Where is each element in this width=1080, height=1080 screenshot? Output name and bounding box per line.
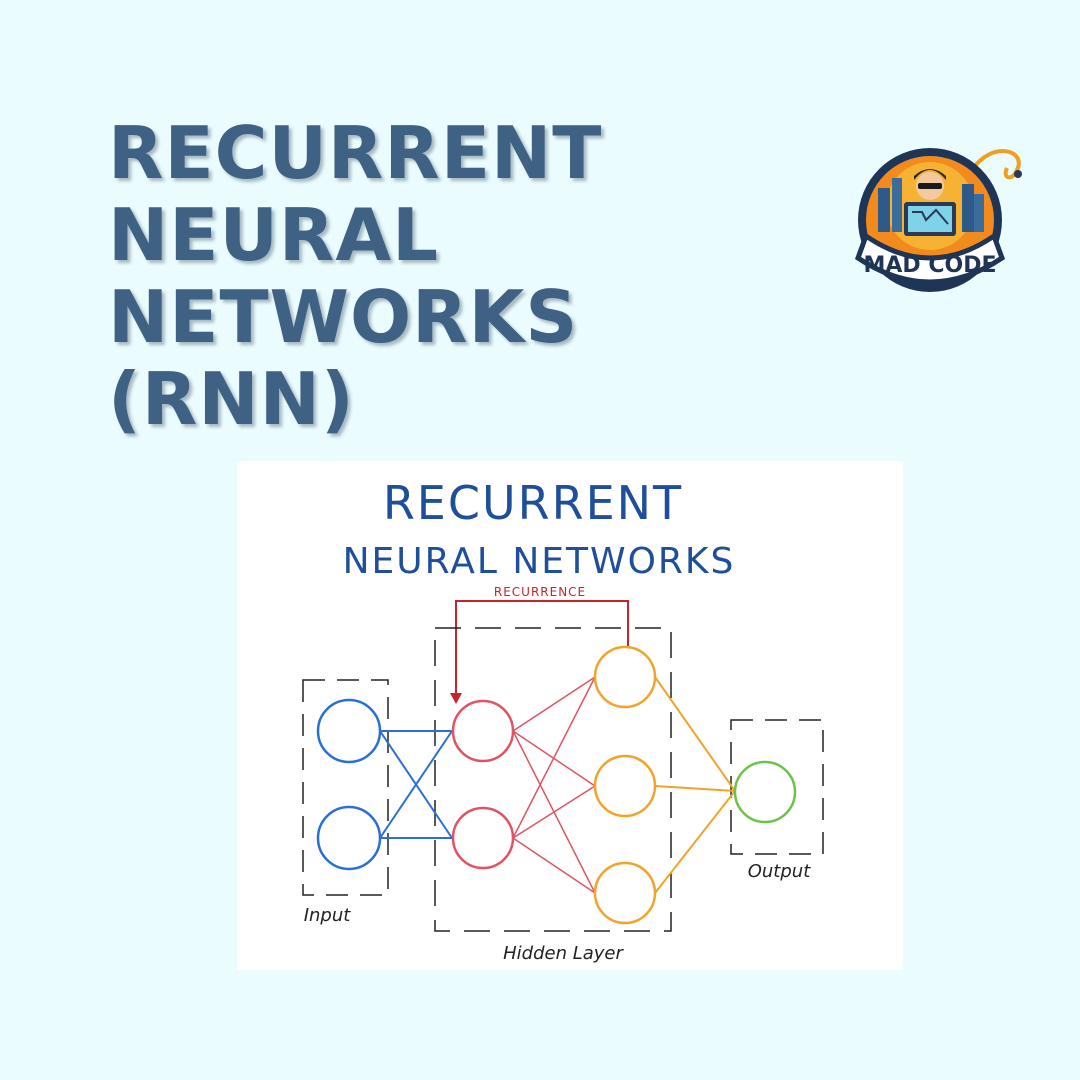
input-label: Input bbox=[304, 905, 352, 926]
title-line-2: NEURAL bbox=[108, 193, 439, 277]
recurrence-label: RECURRENCE bbox=[494, 585, 586, 599]
mad-code-logo-icon: MAD CODE bbox=[854, 148, 1022, 292]
hidden2-neuron-2 bbox=[593, 754, 657, 818]
output-label: Output bbox=[748, 861, 811, 882]
hidden2-neuron-3 bbox=[593, 861, 657, 925]
hidden-layer-box bbox=[434, 627, 672, 932]
diagram-title-line-2: NEURAL NETWORKS bbox=[343, 541, 736, 582]
recurrence-arrowhead bbox=[450, 693, 462, 704]
title-line-4: (RNN) bbox=[108, 357, 355, 441]
hidden1-neuron-1 bbox=[451, 699, 515, 763]
mad-code-logo: MAD CODE bbox=[852, 140, 1027, 300]
rnn-diagram: RECURRENT NEURAL NETWORKS RECURRENCE bbox=[237, 461, 903, 970]
input-neuron-1 bbox=[316, 698, 382, 764]
hidden-layer-label: Hidden Layer bbox=[503, 943, 624, 964]
title-line-1: RECURRENT bbox=[108, 111, 603, 195]
input-layer-box bbox=[302, 679, 389, 896]
recurrence-arrow bbox=[455, 600, 629, 695]
hidden2-neuron-1 bbox=[593, 645, 657, 709]
page-title: RECURRENT NEURAL NETWORKS (RNN) bbox=[108, 112, 602, 440]
logo-text: MAD CODE bbox=[864, 253, 997, 278]
diagram-title-line-1: RECURRENT bbox=[383, 476, 683, 530]
rnn-diagram-svg: RECURRENT NEURAL NETWORKS RECURRENCE bbox=[302, 476, 824, 964]
title-line-3: NETWORKS bbox=[108, 275, 579, 359]
hidden1-neuron-2 bbox=[451, 806, 515, 870]
input-neuron-2 bbox=[316, 805, 382, 871]
output-neuron bbox=[733, 760, 797, 824]
